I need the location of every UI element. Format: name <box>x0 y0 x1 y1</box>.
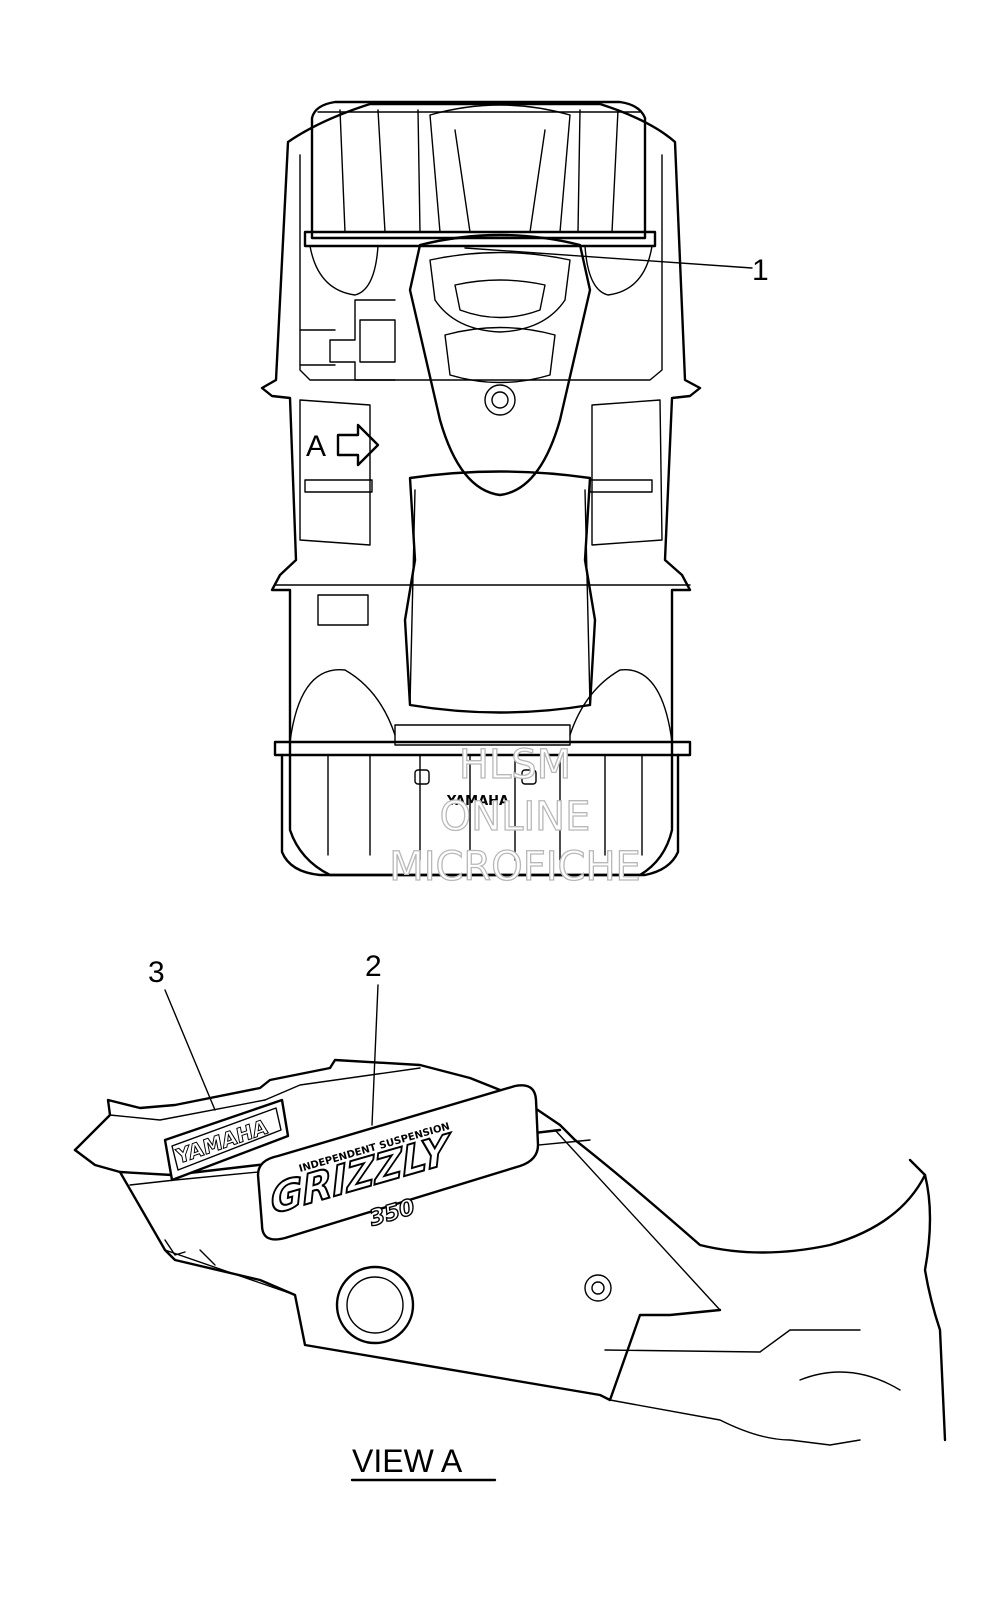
atv-top-view: YAMAHA 1 A <box>260 100 769 877</box>
callout-2: 2 <box>365 950 382 983</box>
callout-a: A <box>306 430 326 463</box>
watermark: HLSM ONLINE MICROFICHE <box>389 741 642 890</box>
seat <box>403 470 597 714</box>
handlebar-assembly <box>299 233 592 497</box>
view-a-arrow: A <box>306 423 380 467</box>
watermark-line2: ONLINE <box>440 794 591 840</box>
callout-1: 1 <box>752 254 769 287</box>
rear-yamaha-logo: YAMAHA <box>446 794 509 809</box>
watermark-line3: MICROFICHE <box>389 844 641 890</box>
callout-3: 3 <box>148 956 165 989</box>
view-a-side-detail: YAMAHA INDEPENDENT SUSPENSION GRIZZLY 35… <box>73 950 947 1482</box>
front-rack <box>303 100 657 296</box>
grizzly-decal: INDEPENDENT SUSPENSION GRIZZLY 350 <box>256 1084 540 1241</box>
rear-rack: YAMAHA <box>273 669 692 877</box>
watermark-line1: HLSM <box>459 742 571 788</box>
view-a-label: VIEW A <box>352 1443 463 1479</box>
